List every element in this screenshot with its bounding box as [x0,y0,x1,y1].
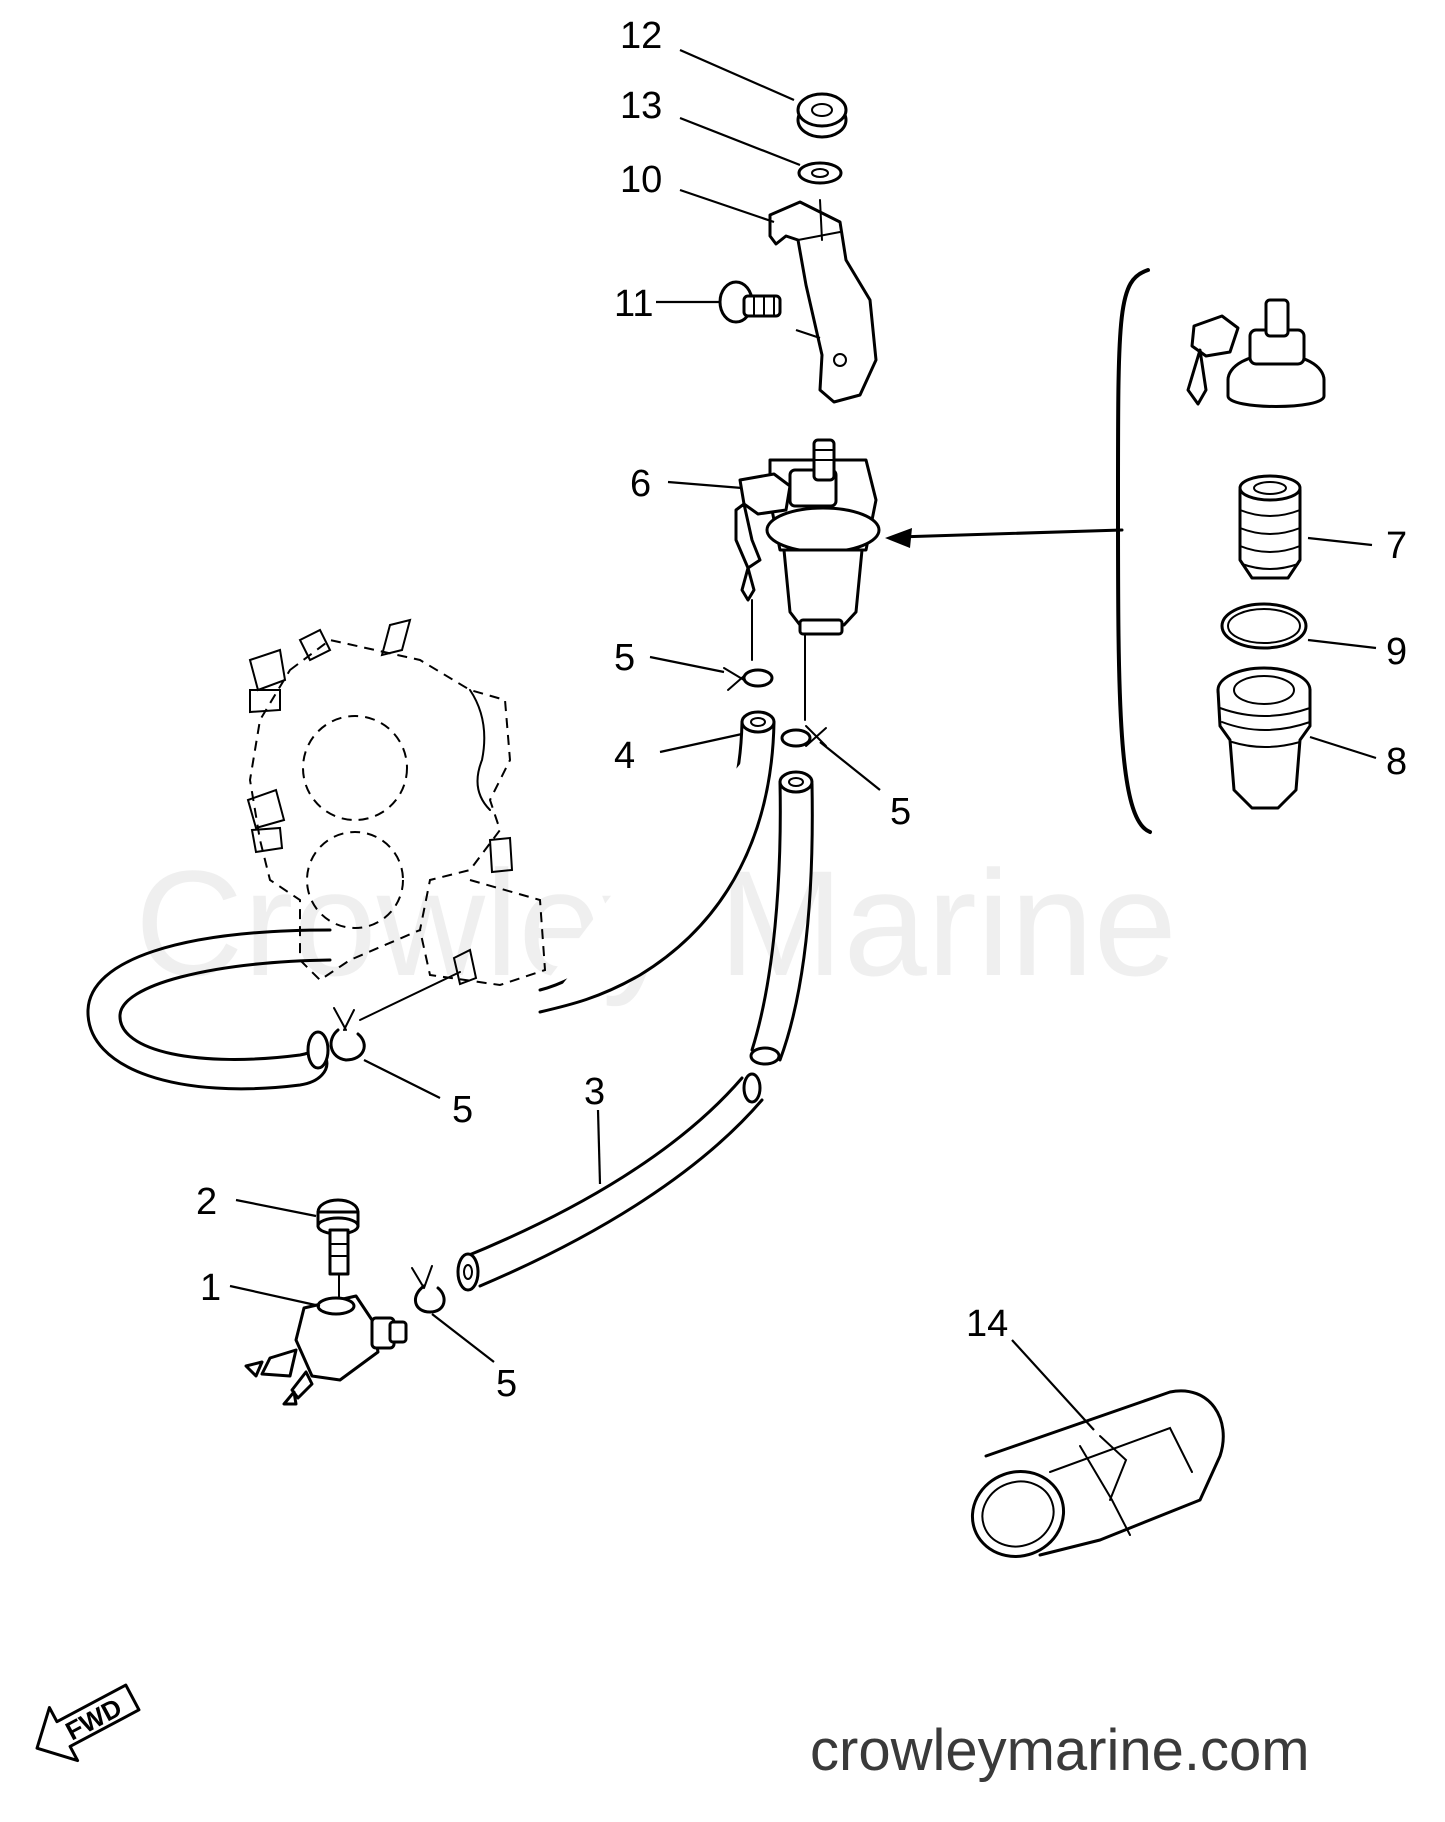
callout-10: 10 [620,159,662,201]
part-4-hose[interactable] [538,710,776,1014]
part-11-screw[interactable] [718,280,782,324]
callout-4: 4 [614,735,635,777]
carburetor-assembly [246,618,547,987]
part-14-sleeve[interactable] [960,1389,1225,1569]
callout-5-upper-left: 5 [614,637,635,679]
arrow-to-filter [885,528,1124,548]
part-13-washer[interactable] [797,161,843,185]
callout-labels: 12 13 10 11 6 7 9 8 5 4 5 5 3 2 1 5 14 [196,15,1407,1405]
fwd-label: FWD [60,1692,126,1746]
part-2-bolt[interactable] [316,1198,360,1301]
part-5-clamp-left[interactable] [329,1007,366,1062]
callout-5-lower: 5 [496,1363,517,1405]
hose-segment-right [749,770,814,1066]
callout-11: 11 [614,283,653,325]
hose-loop-left [86,928,332,1091]
part-10-bracket[interactable] [768,199,878,404]
callout-9: 9 [1386,631,1407,673]
part-5-clamp-upper-left[interactable] [723,667,774,691]
callout-6: 6 [630,463,651,505]
callout-1: 1 [200,1267,221,1309]
filter-cap[interactable] [1186,298,1326,408]
part-5-clamp-upper-right[interactable] [780,725,827,748]
site-url-text: crowleymarine.com [810,1718,1310,1783]
callout-5-left: 5 [452,1089,473,1131]
callout-2: 2 [196,1181,217,1223]
part-1-fuel-joint[interactable] [244,1294,408,1406]
callout-5-upper-right: 5 [890,791,911,833]
callout-7: 7 [1386,525,1407,567]
callout-14: 14 [966,1303,1008,1345]
part-6-fuel-filter[interactable] [734,438,881,636]
fwd-direction-arrow: FWD [35,1683,141,1763]
part-8-filter-bowl[interactable] [1216,666,1312,810]
part-12-nut[interactable] [796,92,848,139]
part-7-filter-element[interactable] [1238,474,1302,580]
callout-12: 12 [620,15,662,57]
callout-13: 13 [620,85,662,127]
callout-3: 3 [584,1071,605,1113]
callout-8: 8 [1386,741,1407,783]
leader-lines [229,48,1377,1431]
part-5-clamp-lower[interactable] [411,1265,446,1314]
part-3-hose[interactable] [456,1072,764,1292]
part-9-o-ring[interactable] [1220,602,1308,650]
